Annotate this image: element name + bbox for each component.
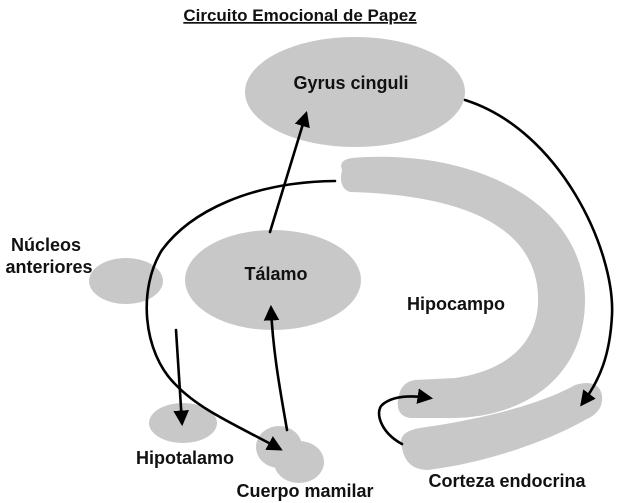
hipocampo-shape: [341, 156, 585, 419]
corteza-endocrina-shape: [400, 382, 603, 470]
label-cuerpo-mamilar: Cuerpo mamilar: [236, 481, 373, 501]
label-talamo: Tálamo: [244, 264, 307, 284]
arrow-corteza-to-hipocampo: [377, 388, 434, 446]
label-nucleos-line1: Núcleos: [11, 235, 81, 255]
label-hipotalamo: Hipotalamo: [136, 448, 234, 468]
label-corteza-endocrina: Corteza endocrina: [428, 471, 586, 491]
cuerpo-mamilar-shape-2: [274, 441, 324, 483]
arrow-talamo-to-gyrus: [268, 111, 310, 234]
diagram-title: Circuito Emocional de Papez: [183, 6, 416, 25]
talamo-shape: [185, 230, 361, 330]
nucleos-anteriores-shape: [89, 258, 163, 304]
arrow-cuerpo-to-talamo: [263, 304, 289, 432]
label-gyrus-cinguli: Gyrus cinguli: [293, 73, 408, 93]
arrow-hipocampo-fornix: [145, 179, 337, 451]
label-hipocampo: Hipocampo: [407, 294, 505, 314]
arrow-gyrus-to-corteza: [463, 98, 614, 407]
label-nucleos-line2: anteriores: [5, 257, 92, 277]
arrow-to-hipotalamo: [173, 328, 189, 427]
